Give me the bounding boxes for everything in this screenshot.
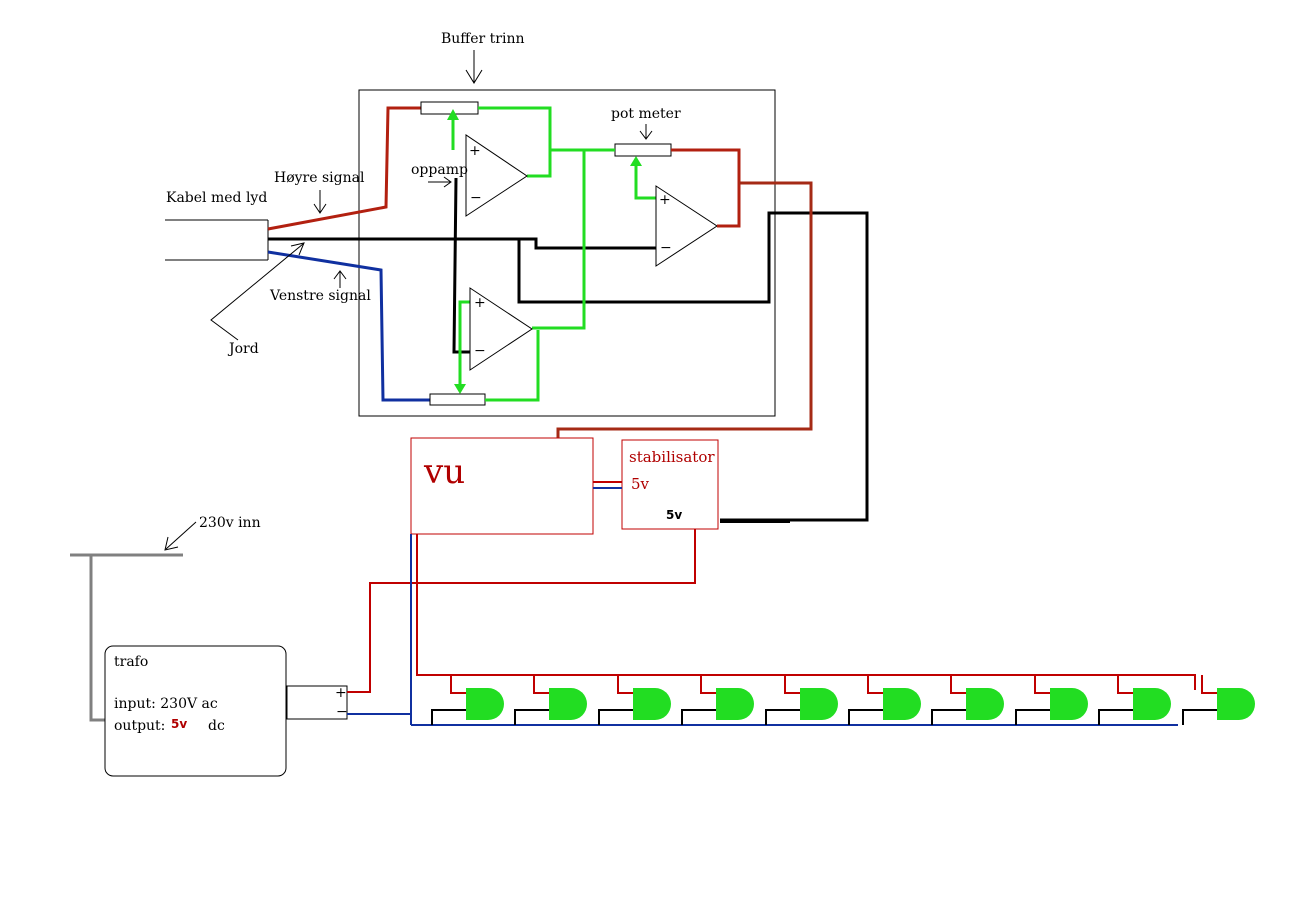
venstre-arrow-head — [333, 270, 347, 280]
vu-box — [410, 437, 594, 535]
led-3 — [633, 688, 671, 720]
oppamp-top — [465, 134, 528, 217]
green-wire-bottom-input — [458, 300, 470, 388]
oppamp-right-plus: + — [659, 192, 671, 208]
led-strip — [431, 675, 1255, 725]
trafo-box — [104, 645, 287, 777]
led-6-supply — [867, 675, 883, 694]
trafo-input: input: 230V ac — [114, 696, 218, 712]
trafo-output-suffix: dc — [208, 718, 225, 734]
led-2 — [549, 688, 587, 720]
label-pot-meter: pot meter — [611, 106, 681, 122]
stabilisator-5v-red: 5v — [631, 475, 650, 493]
ground-wire-oppamp — [452, 177, 470, 354]
green-wire-bottom-out — [532, 150, 586, 330]
led-8 — [1050, 688, 1088, 720]
left-signal-wire — [267, 250, 430, 402]
stabilisator-box — [621, 439, 719, 530]
oppamp-bottom-minus: − — [474, 343, 486, 359]
led-10-signal — [1182, 709, 1217, 725]
pot-meter — [614, 143, 672, 157]
trafo-output-value: 5v — [171, 717, 187, 731]
led-9-supply — [1117, 675, 1133, 694]
trafo-output-prefix: output: — [114, 718, 165, 734]
red-wire-to-vu — [556, 181, 813, 438]
led-7 — [966, 688, 1004, 720]
arrow-bottom-input — [454, 384, 466, 394]
led-9 — [1133, 688, 1171, 720]
oppamp-right — [655, 185, 718, 267]
led-5-signal — [765, 709, 800, 725]
green-wire-top-feedback — [478, 106, 552, 178]
trafo-title: trafo — [114, 654, 148, 670]
led-5 — [800, 688, 838, 720]
oppamp-bottom — [469, 287, 533, 371]
pot-arrow-head — [639, 130, 653, 140]
led-2-supply — [533, 675, 549, 694]
led-1-supply — [450, 675, 466, 694]
terminal-minus: − — [336, 704, 348, 720]
oppamp-top-minus: − — [470, 190, 482, 206]
green-wire-bottom-feedback — [485, 330, 540, 402]
led-1-signal — [431, 709, 466, 725]
mains-drop — [89, 555, 105, 722]
stabilisator-5v-black: 5v — [666, 508, 682, 522]
inn-arrow-shaft — [165, 521, 197, 550]
terminal-plus: + — [335, 685, 347, 701]
led-4-supply — [700, 675, 716, 694]
led-10-supply — [1201, 675, 1217, 694]
arrow-pot-input — [630, 156, 642, 166]
led-9-signal — [1098, 709, 1133, 725]
oppamp-bottom-plus: + — [474, 295, 486, 311]
led-3-signal — [598, 709, 633, 725]
ground-wire-main — [268, 237, 656, 250]
buffer-resistor-bottom — [429, 393, 486, 406]
vu-label: vu — [423, 452, 465, 492]
led-6 — [883, 688, 921, 720]
arrow-top-input — [447, 109, 459, 120]
label-kabel-med-lyd: Kabel med lyd — [166, 190, 267, 206]
led-6-signal — [848, 709, 883, 725]
led-7-signal — [931, 709, 966, 725]
buffer-resistor-top — [420, 101, 479, 115]
hoyre-arrow-head — [313, 203, 327, 214]
led-8-supply — [1034, 675, 1050, 694]
led-3-supply — [617, 675, 633, 694]
red-wire-pot-out — [671, 148, 741, 228]
oppamp-right-minus: − — [660, 240, 672, 256]
label-oppamp: oppamp — [411, 162, 468, 178]
green-wire-pot-input — [634, 163, 656, 200]
label-230v-inn: 230v inn — [199, 515, 261, 531]
ground-wire-loop — [517, 211, 869, 522]
label-jord: Jord — [227, 341, 259, 357]
inn-arrow-head — [164, 536, 179, 551]
label-buffer-trinn: Buffer trinn — [441, 31, 525, 47]
led-2-signal — [514, 709, 549, 725]
buffer-stage-box — [358, 89, 776, 417]
label-venstre-signal: Venstre signal — [269, 288, 371, 304]
right-signal-wire — [267, 106, 421, 231]
led-1 — [466, 688, 504, 720]
jord-pointer — [210, 243, 304, 341]
oppamp-arrow-head — [443, 176, 452, 188]
led-8-signal — [1015, 709, 1050, 725]
label-hoyre-signal: Høyre signal — [274, 170, 365, 186]
jord-arrow-head — [290, 242, 305, 256]
led-4 — [716, 688, 754, 720]
buffer-arrow-head — [465, 69, 483, 84]
stabilisator-label: stabilisator — [629, 448, 715, 466]
oppamp-top-plus: + — [469, 143, 481, 159]
led-10 — [1217, 688, 1255, 720]
red-vu-drop — [416, 534, 1196, 690]
trafo-terminal — [286, 685, 348, 720]
plus-wire-to-stab — [347, 529, 696, 693]
led-5-supply — [784, 675, 800, 694]
led-7-supply — [950, 675, 966, 694]
led-4-signal — [681, 709, 716, 725]
